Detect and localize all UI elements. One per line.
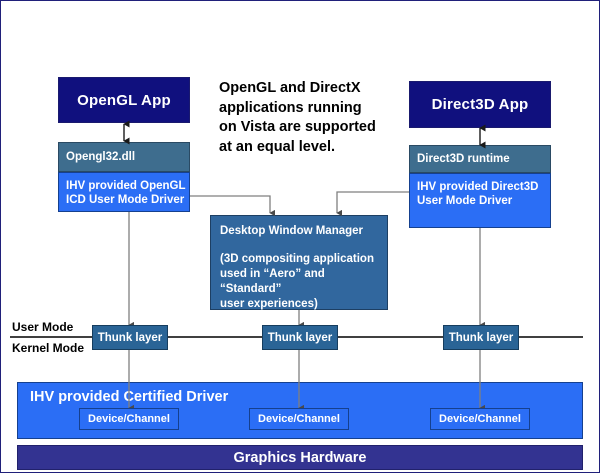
- device-channel-label: Device/Channel: [88, 413, 170, 425]
- opengl-app-label: OpenGL App: [77, 91, 171, 109]
- direct3d-umd-line-1: IHV provided Direct3D: [417, 181, 539, 193]
- desktop-window-manager-box[interactable]: Desktop Window Manager (3D compositing a…: [210, 215, 388, 310]
- opengl-umd-line-2: ICD User Mode Driver: [66, 194, 185, 206]
- direct3d-umd-line-2: User Mode Driver: [417, 195, 513, 207]
- thunk-layer-opengl[interactable]: Thunk layer: [92, 325, 168, 350]
- opengl32-dll-label: Opengl32.dll: [66, 151, 136, 163]
- dwm-sub-line-1: (3D compositing application: [220, 253, 374, 265]
- direct3d-app-label: Direct3D App: [431, 96, 529, 113]
- dwm-title: Desktop Window Manager: [220, 225, 364, 237]
- connector-opengl-umd-to-dwm: [190, 195, 276, 217]
- dwm-sub-line-2: used in “Aero” and “Standard”: [220, 268, 325, 295]
- dwm-sub-line-3: user experiences): [220, 298, 318, 310]
- device-channel-opengl[interactable]: Device/Channel: [79, 408, 179, 430]
- annotation-line-2: applications running: [219, 99, 362, 116]
- thunk-layer-label: Thunk layer: [267, 331, 333, 344]
- device-channel-label: Device/Channel: [258, 413, 340, 425]
- kernel-mode-label: Kernel Mode: [12, 341, 85, 355]
- ihv-certified-driver-label: IHV provided Certified Driver: [30, 389, 229, 405]
- thunk-layer-label: Thunk layer: [97, 331, 163, 344]
- thunk-layer-dwm[interactable]: Thunk layer: [262, 325, 338, 350]
- graphics-hardware-bar[interactable]: Graphics Hardware: [17, 445, 583, 470]
- direct3d-runtime-box[interactable]: Direct3D runtime: [409, 145, 551, 173]
- annotation-line-1: OpenGL and DirectX: [219, 80, 361, 96]
- opengl-app-box[interactable]: OpenGL App: [58, 77, 190, 123]
- direct3d-runtime-label: Direct3D runtime: [417, 153, 510, 165]
- annotation-line-3: on Vista are supported: [219, 119, 376, 135]
- graphics-hardware-label: Graphics Hardware: [233, 449, 367, 466]
- direct3d-user-mode-driver-box[interactable]: IHV provided Direct3D User Mode Driver: [409, 173, 551, 228]
- opengl32-dll-box[interactable]: Opengl32.dll: [58, 142, 190, 172]
- direct3d-app-box[interactable]: Direct3D App: [409, 81, 551, 128]
- device-channel-dwm[interactable]: Device/Channel: [249, 408, 349, 430]
- opengl-umd-line-1: IHV provided OpenGL: [66, 180, 186, 192]
- user-mode-label: User Mode: [12, 320, 74, 334]
- connector-d3d-umd-to-dwm: [336, 191, 409, 217]
- opengl-user-mode-driver-box[interactable]: IHV provided OpenGL ICD User Mode Driver: [58, 172, 190, 212]
- device-channel-direct3d[interactable]: Device/Channel: [430, 408, 530, 430]
- thunk-layer-direct3d[interactable]: Thunk layer: [443, 325, 519, 350]
- annotation-note: OpenGL and DirectX applications running …: [219, 79, 399, 157]
- thunk-layer-label: Thunk layer: [448, 331, 514, 344]
- device-channel-label: Device/Channel: [439, 413, 521, 425]
- annotation-line-4: at an equal level.: [219, 138, 336, 155]
